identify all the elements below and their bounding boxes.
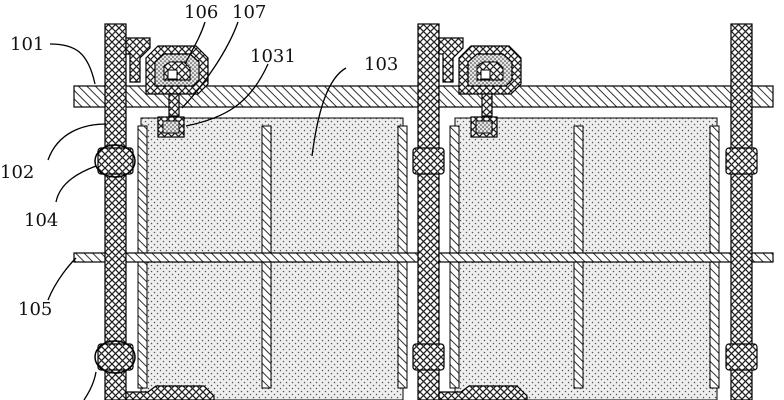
leader-104-second: [83, 371, 97, 400]
leader-1031: [185, 63, 269, 127]
label-104: 104: [24, 210, 58, 231]
label-103: 103: [364, 54, 398, 75]
next-row-transistor: [438, 385, 528, 400]
data-line-1: [104, 23, 127, 400]
next-row-transistor: [125, 385, 215, 400]
label-1031: 1031: [250, 46, 296, 67]
region-104-marker: [94, 144, 136, 178]
label-105: 105: [18, 299, 52, 320]
data-line-2: [417, 23, 440, 400]
label-107: 107: [232, 2, 266, 23]
label-106: 106: [184, 2, 218, 23]
transistor-2: [438, 37, 522, 138]
leader-104: [55, 165, 97, 203]
data-line-pad: [725, 343, 758, 371]
leader-102: [47, 123, 107, 161]
transistor-1: [125, 37, 209, 138]
data-line-pad: [725, 147, 758, 175]
data-line-pad: [97, 147, 134, 175]
region-104-marker: [94, 340, 136, 374]
data-line-pad: [97, 343, 134, 371]
leader-107: [181, 21, 239, 109]
leader-lines: [47, 21, 347, 400]
data-line-pad: [412, 147, 445, 175]
data-line-pad: [412, 343, 445, 371]
data-line-3: [730, 23, 753, 400]
leader-106: [184, 21, 206, 65]
label-102: 102: [0, 162, 34, 183]
label-101: 101: [10, 34, 44, 55]
leader-103: [311, 67, 347, 157]
leader-105: [47, 257, 77, 301]
leader-101: [49, 43, 96, 85]
